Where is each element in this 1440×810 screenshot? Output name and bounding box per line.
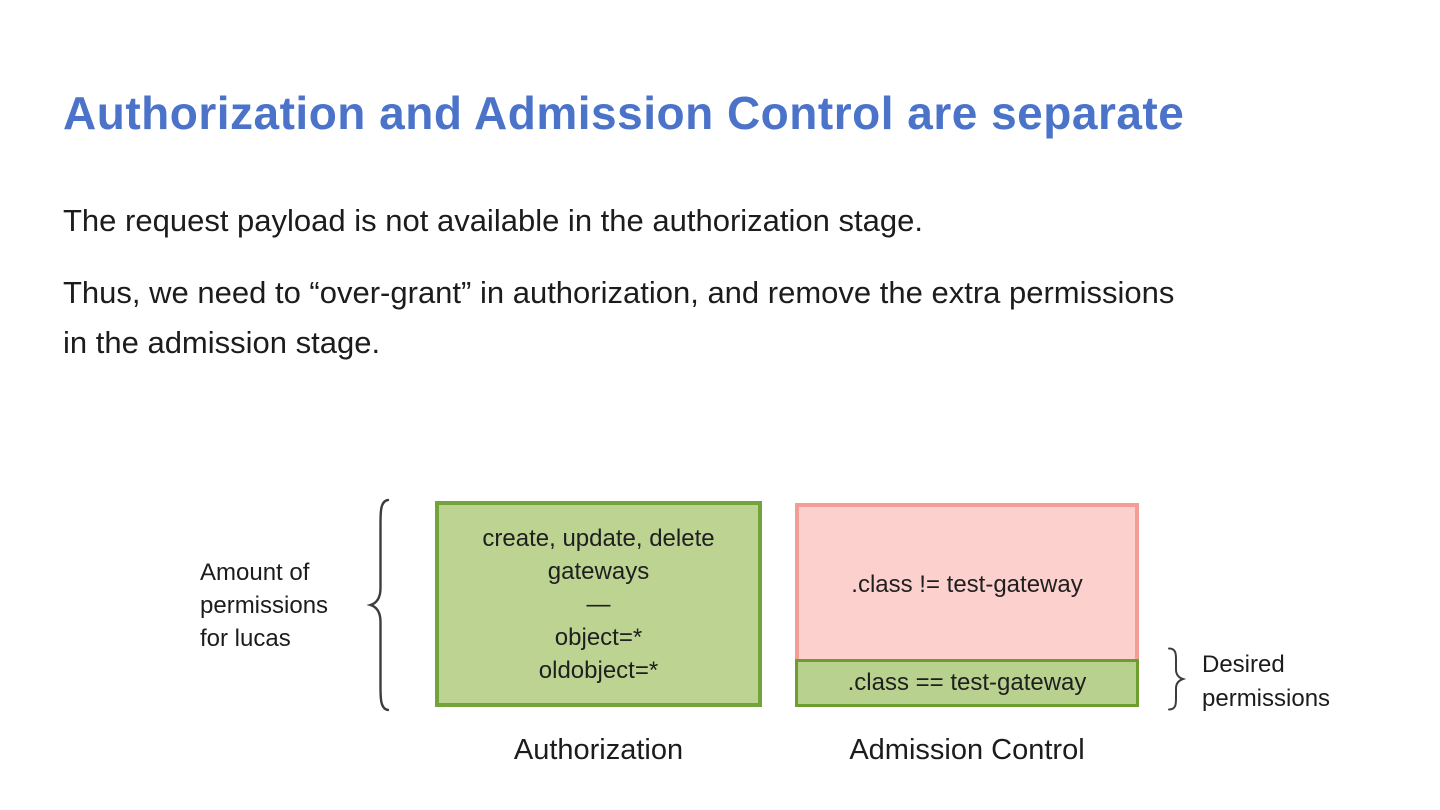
- desired-label-line1: Desired: [1202, 651, 1285, 678]
- paragraph-overgrant-line2: in the admission stage.: [63, 325, 381, 360]
- amount-label-line2: permissions: [200, 592, 329, 619]
- auth-box-line5: oldobject=*: [538, 656, 659, 684]
- amount-label-line1: Amount of: [200, 559, 310, 586]
- desired-permissions-label: Desired permissions: [1202, 648, 1330, 716]
- auth-box-line2: gateways: [547, 557, 650, 585]
- amount-of-permissions-label: Amount of permissions for lucas: [200, 556, 328, 655]
- slide-title: Authorization and Admission Control are …: [63, 87, 1185, 139]
- allowed-rule-strip: .class == test-gateway: [795, 659, 1139, 707]
- auth-box-divider: —: [586, 590, 611, 618]
- auth-box-line1: create, update, delete: [482, 524, 715, 552]
- left-curly-brace-icon: [366, 498, 390, 712]
- right-curly-brace-icon: [1168, 647, 1187, 711]
- authorization-caption: Authorization: [513, 734, 684, 766]
- denied-rule-text: .class != test-gateway: [851, 571, 1083, 598]
- paragraph-payload: The request payload is not available in …: [63, 203, 923, 238]
- desired-label-line2: permissions: [1202, 685, 1331, 712]
- amount-label-line3: for lucas: [200, 625, 291, 652]
- auth-box-line4: object=*: [554, 623, 643, 651]
- paragraph-overgrant-line1: Thus, we need to “over-grant” in authori…: [63, 275, 1175, 310]
- allowed-rule-text: .class == test-gateway: [847, 669, 1087, 696]
- authorization-permissions-box: create, update, delete gateways — object…: [435, 501, 762, 707]
- admission-control-caption: Admission Control: [849, 734, 1085, 766]
- paragraph-overgrant: Thus, we need to “over-grant” in authori…: [63, 268, 1413, 368]
